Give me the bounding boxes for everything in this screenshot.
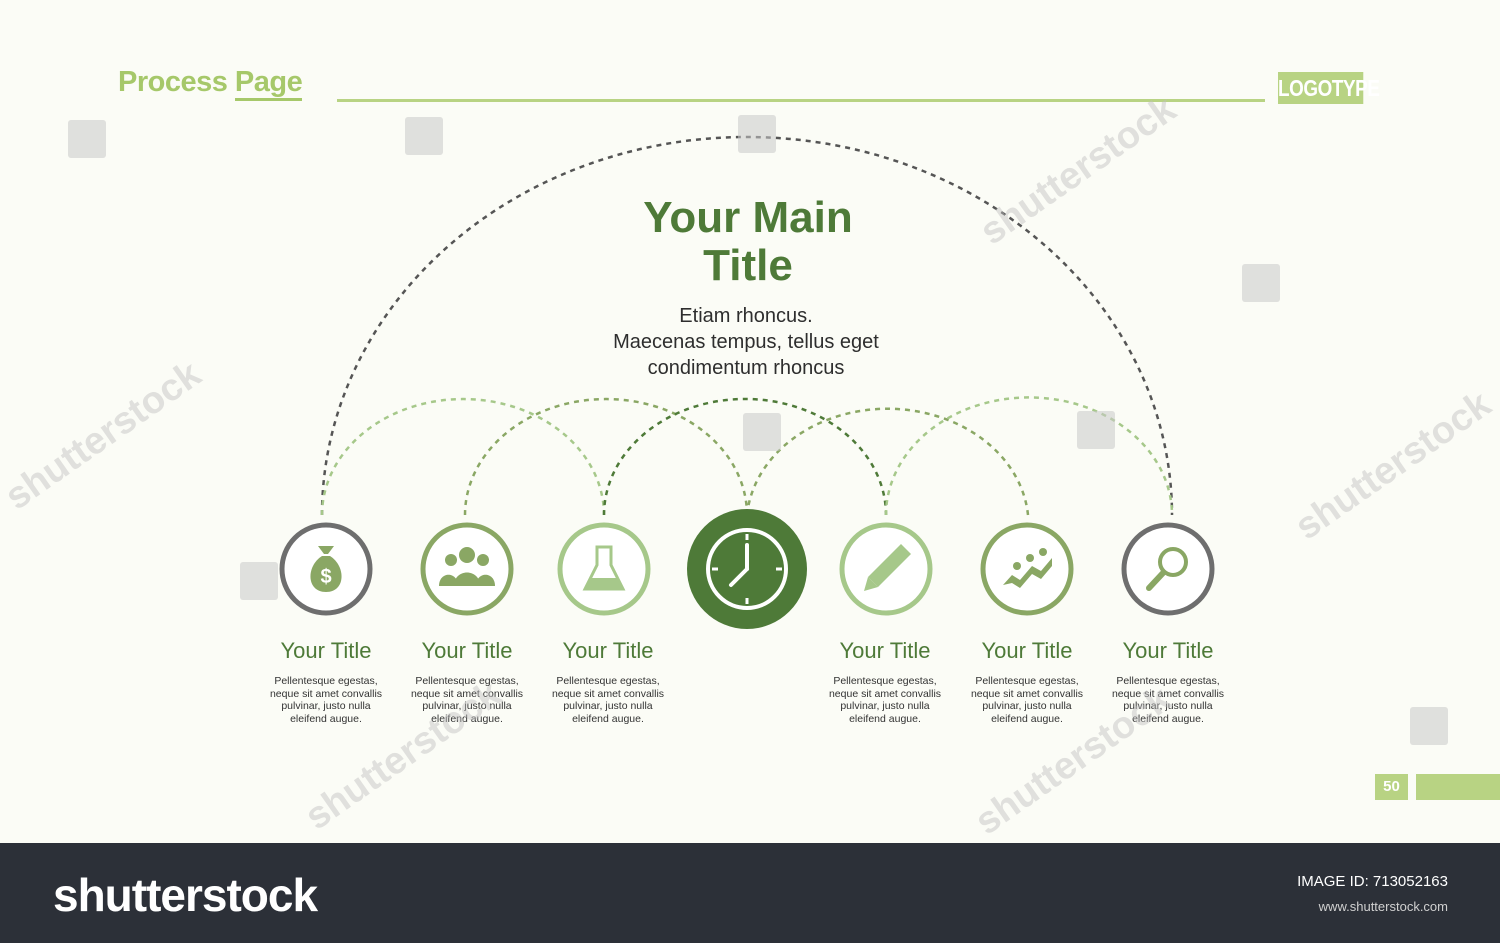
step-text-3: Pellentesque egestas, neque sit amet con… xyxy=(538,675,678,725)
step-text-line: eleifend augue. xyxy=(1132,712,1204,725)
step-text-line: Pellentesque egestas, xyxy=(1116,675,1220,687)
footer-image-id: IMAGE ID: 713052163 xyxy=(1297,873,1448,890)
step-title-7: Your Title xyxy=(1122,638,1214,663)
step-text-line: pulvinar, justo nulla xyxy=(281,700,371,712)
watermark-square xyxy=(405,117,443,155)
step-title-3: Your Title xyxy=(562,638,654,663)
step-text-line: Pellentesque egestas, xyxy=(975,675,1079,687)
step-circle-3 xyxy=(557,522,651,616)
connector-arc-1 xyxy=(320,397,606,516)
header-rule xyxy=(337,99,1265,102)
watermark-square xyxy=(1242,264,1280,302)
step-text-line: pulvinar, justo nulla xyxy=(840,700,930,712)
step-text-line: Pellentesque egestas, xyxy=(274,675,378,687)
header-title-part1: Process xyxy=(118,66,235,98)
logotype: LOGOTYPE xyxy=(1278,72,1380,104)
watermark-square xyxy=(738,115,776,153)
connector-arc-4 xyxy=(745,407,1030,516)
connector-arc-5 xyxy=(884,396,1174,516)
stock-footer xyxy=(0,843,1500,943)
step-text-line: Pellentesque egestas, xyxy=(556,675,660,687)
main-description-line: condimentum rhoncus xyxy=(647,357,845,379)
step-text-2: Pellentesque egestas, neque sit amet con… xyxy=(397,675,537,725)
step-text-line: eleifend augue. xyxy=(290,712,362,725)
step-circle-5 xyxy=(839,522,933,616)
money-bag-icon xyxy=(310,546,342,592)
step-text-line: neque sit amet convallis xyxy=(828,687,942,700)
step-text-line: neque sit amet convallis xyxy=(970,687,1084,700)
step-circle-1: $ xyxy=(279,522,373,616)
step-text-line: pulvinar, justo nulla xyxy=(563,700,653,712)
clock-icon xyxy=(706,528,788,610)
main-description-line: Etiam rhoncus. xyxy=(679,305,813,327)
pencil-icon xyxy=(864,544,911,591)
step-text-line: pulvinar, justo nulla xyxy=(1123,700,1213,712)
footer-brand-logo: shutterstock xyxy=(53,869,318,921)
step-title-1: Your Title xyxy=(280,638,372,663)
watermark-square xyxy=(240,562,278,600)
step-text-line: Pellentesque egestas, xyxy=(833,675,937,687)
page-header-title: Process Page xyxy=(118,66,303,101)
magnifier-icon xyxy=(1146,547,1188,591)
step-text-5: Pellentesque egestas, neque sit amet con… xyxy=(815,675,955,725)
step-text-line: eleifend augue. xyxy=(431,712,503,725)
watermark-square xyxy=(743,413,781,451)
step-text-line: neque sit amet convallis xyxy=(269,687,383,700)
step-circle-2 xyxy=(420,522,514,616)
step-title-5: Your Title xyxy=(839,638,931,663)
step-text-line: Pellentesque egestas, xyxy=(415,675,519,687)
step-circle-4 xyxy=(687,509,807,629)
step-text-7: Pellentesque egestas, neque sit amet con… xyxy=(1098,675,1238,725)
main-description: Etiam rhoncus. Maecenas tempus, tellus e… xyxy=(546,303,946,381)
step-text-line: eleifend augue. xyxy=(849,712,921,725)
step-circle-6 xyxy=(980,522,1074,616)
step-text-line: neque sit amet convallis xyxy=(551,687,665,700)
main-description-line: Maecenas tempus, tellus eget xyxy=(613,331,879,353)
step-text-line: pulvinar, justo nulla xyxy=(422,700,512,712)
step-text-line: eleifend augue. xyxy=(991,712,1063,725)
step-text-1: Pellentesque egestas, neque sit amet con… xyxy=(256,675,396,725)
watermark-square xyxy=(1077,411,1115,449)
connector-arc-2 xyxy=(463,397,749,516)
page-number-bar xyxy=(1416,774,1500,800)
step-title-2: Your Title xyxy=(421,638,513,663)
watermark-square xyxy=(1410,707,1448,745)
step-title-6: Your Title xyxy=(981,638,1073,663)
connector-arc-3 xyxy=(602,397,888,516)
step-text-line: eleifend augue. xyxy=(572,712,644,725)
footer-url: www.shutterstock.com xyxy=(1318,899,1448,914)
page-number: 50 xyxy=(1375,774,1408,800)
watermark-square xyxy=(68,120,106,158)
team-icon xyxy=(439,547,495,586)
step-text-line: pulvinar, justo nulla xyxy=(982,700,1072,712)
step-circle-7 xyxy=(1121,522,1215,616)
step-text-6: Pellentesque egestas, neque sit amet con… xyxy=(957,675,1097,725)
growth-chart-icon xyxy=(1003,548,1052,588)
svg-text:$: $ xyxy=(320,566,331,588)
header-title-part2: Page xyxy=(234,66,303,101)
slide: Process Page LOGOTYPE $ xyxy=(0,66,1500,843)
step-text-line: neque sit amet convallis xyxy=(410,687,524,700)
step-text-line: neque sit amet convallis xyxy=(1111,687,1225,700)
flask-icon xyxy=(582,545,626,591)
